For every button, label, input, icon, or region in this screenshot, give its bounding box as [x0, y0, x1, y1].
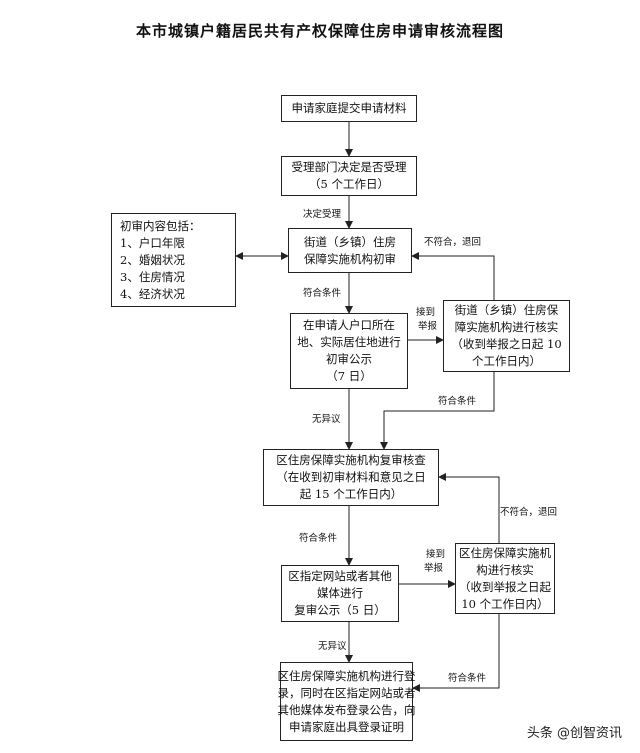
- box-text-line: 申请家庭出具登录证明: [289, 719, 404, 734]
- district-review-box: 区住房保障实施机构复审核查 （在收到初审材料和意见之日起 15 个工作日内）: [263, 449, 439, 506]
- street-verify-box: 街道（乡镇）住房保障实施机构进行核实 （收到举报之日起 10 个工作日内）: [443, 300, 570, 372]
- label-report-2b: 举报: [424, 563, 444, 574]
- label-meet-cond-1: 符合条件: [303, 288, 342, 299]
- label-meet-cond-2: 符合条件: [438, 396, 477, 407]
- box-text-line: 受理部门决定是否受理: [291, 160, 407, 174]
- box-text-line: （收到举报之日起 10: [451, 337, 562, 351]
- label-no-objection-1: 无异议: [312, 414, 341, 425]
- box-text-line: （5 个工作日）: [309, 177, 389, 191]
- box-text-line: 街道（乡镇）住房保: [454, 303, 559, 317]
- box-text-line: 1、户口年限: [120, 235, 185, 250]
- box-text-line: 区指定网站或者其他: [288, 569, 392, 583]
- first-review-contents-box: 初审内容包括： 1、户口年限 2、婚姻状况 3、住房情况 4、经济状况: [111, 213, 236, 307]
- box-text-line: 其他媒体发布登录公告，向: [277, 702, 416, 717]
- arrow-verify2-return: [438, 473, 500, 543]
- watermark: 头条 @创智资讯: [526, 726, 622, 741]
- box-text-line: （收到举报之日起: [459, 579, 551, 594]
- box-text-line: 录，同时在区指定网站或者: [277, 685, 416, 700]
- submit-materials-box: 申请家庭提交申请材料: [281, 95, 417, 122]
- label-meet-cond-3: 符合条件: [299, 533, 338, 544]
- box-text-line: 初审公示: [326, 352, 372, 366]
- box-text-line: 起 15 个工作日内）: [299, 487, 403, 501]
- box-text-line: 个工作日内）: [472, 354, 541, 368]
- register-box: 区住房保障实施机构进行登录，同时在区指定网站或者其他媒体发布登录公告，向申请家庭…: [277, 662, 416, 741]
- box-text-line: 初审内容包括：: [120, 218, 201, 233]
- label-report-1b: 举报: [418, 321, 438, 332]
- label-decide-accept: 决定受理: [303, 209, 342, 220]
- box-text-line: 10 个工作日内）: [461, 596, 549, 611]
- label-not-meet-return-2: 不符合，退回: [500, 507, 558, 518]
- label-meet-cond-4: 符合条件: [448, 673, 487, 684]
- label-no-objection-2: 无异议: [318, 641, 347, 652]
- box-text-line: 在申请人户口所在: [303, 318, 395, 332]
- second-publicity-box: 区指定网站或者其他媒体进行复审公示（5 日）: [281, 565, 399, 622]
- box-text-line: 4、经济状况: [120, 286, 185, 301]
- label-report-2a: 接到: [426, 549, 446, 560]
- box-text-line: 地、实际居住地进行: [297, 335, 401, 349]
- box-text-line: （在收到初审材料和意见之日: [276, 470, 426, 484]
- box-text-line: 区住房保障实施机构复审核查: [276, 453, 426, 467]
- label-not-meet-return-1: 不符合，退回: [424, 237, 482, 248]
- arrow-verify2-to-register: [412, 614, 500, 692]
- box-text-line: 2、婚姻状况: [120, 252, 185, 267]
- accept-decision-box: 受理部门决定是否受理 （5 个工作日）: [281, 156, 417, 196]
- box-text-line: 构进行核实: [476, 562, 534, 577]
- box-text-line: 区住房保障实施机构进行登: [277, 668, 416, 683]
- box-text-line: （7 日）: [326, 369, 372, 383]
- label-report-1a: 接到: [416, 307, 436, 318]
- box-text-line: 区住房保障实施机: [459, 545, 551, 560]
- box-text-line: 街道（乡镇）住房: [304, 234, 396, 249]
- arrow-verify1-to-district: [380, 372, 495, 450]
- page-title: 本市城镇户籍居民共有产权保障住房申请审核流程图: [135, 22, 504, 40]
- box-text-line: 保障实施机构初审: [304, 251, 396, 266]
- box-text-line: 复审公示（5 日）: [294, 603, 386, 617]
- box-text-line: 3、住房情况: [120, 269, 185, 284]
- street-first-review-box: 街道（乡镇）住房保障实施机构初审: [288, 228, 412, 273]
- first-publicity-box: 在申请人户口所在地、实际居住地进行初审公示 （7 日）: [290, 313, 408, 389]
- district-verify-box: 区住房保障实施机构进行核实 （收到举报之日起 10 个工作日内）: [455, 543, 555, 614]
- box-text-line: 媒体进行: [317, 586, 363, 600]
- arrow-verify1-return: [411, 252, 495, 300]
- box-text-line: 申请家庭提交申请材料: [291, 101, 407, 115]
- box-text-line: 障实施机构进行核实: [454, 320, 559, 334]
